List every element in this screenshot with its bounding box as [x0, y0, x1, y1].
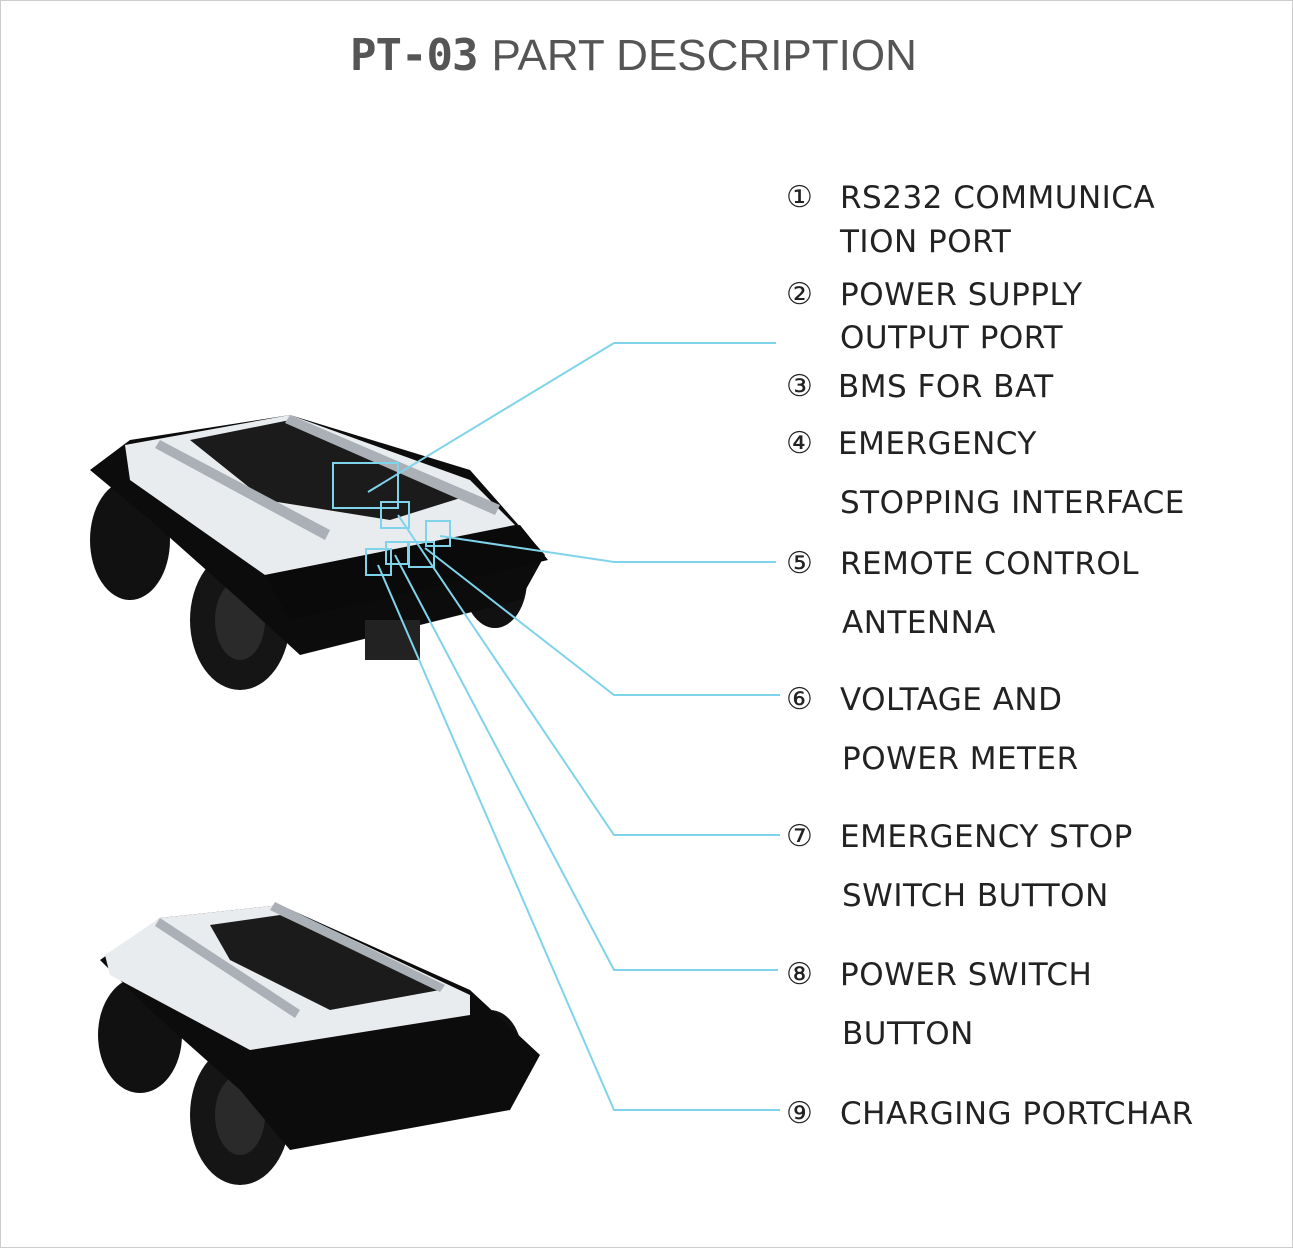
- part-label-5-line1: REMOTE CONTROL: [840, 546, 1140, 582]
- part-label-6-line2: POWER METER: [842, 741, 1079, 777]
- part-label-1-line1: RS232 COMMUNICA: [840, 180, 1156, 216]
- part-label-9-line1: CHARGING PORTCHAR: [840, 1099, 1194, 1130]
- robot-rear-view: [90, 415, 548, 690]
- part-label-7-line2: SWITCH BUTTON: [842, 878, 1109, 914]
- callout-box-2: [380, 501, 410, 529]
- callout-box-5: [408, 541, 435, 568]
- leader-lines: [332, 342, 780, 1111]
- part-number-8: ⑧: [786, 957, 813, 992]
- part-label-5-line2: ANTENNA: [842, 605, 997, 641]
- model-name: PT-03: [350, 30, 478, 81]
- part-number-5: ⑤: [786, 546, 813, 581]
- part-number-4: ④: [786, 426, 813, 461]
- part-label-4-line1: EMERGENCY: [838, 426, 1037, 462]
- part-number-2: ②: [786, 277, 813, 312]
- part-number-7: ⑦: [786, 819, 813, 854]
- part-label-2-line1: POWER SUPPLY: [840, 277, 1083, 313]
- part-label-2-line2: OUTPUT PORT: [840, 320, 1064, 356]
- callout-box-3: [425, 520, 451, 547]
- part-number-6: ⑥: [786, 682, 813, 717]
- leader-line-9: [377, 564, 780, 1111]
- part-label-8-line1: POWER SWITCH: [840, 957, 1093, 993]
- part-label-8-line2: BUTTON: [842, 1016, 974, 1052]
- part-label-1-line2: TION PORT: [840, 224, 1012, 260]
- leader-line-7: [397, 514, 780, 836]
- leader-line-8: [394, 554, 778, 971]
- part-label-6-line1: VOLTAGE AND: [840, 682, 1063, 718]
- part-label-7-line1: EMERGENCY STOP: [840, 819, 1133, 855]
- part-number-1: ①: [786, 180, 813, 215]
- page-title: PT-03 PART DESCRIPTION: [350, 30, 917, 81]
- leader-line-1: [367, 342, 776, 493]
- leader-line-5: [439, 535, 776, 563]
- part-number-9: ⑨: [786, 1096, 813, 1131]
- leader-line-6: [424, 547, 780, 696]
- part-number-3: ③: [786, 369, 813, 404]
- title-text: PART DESCRIPTION: [491, 31, 917, 80]
- callout-box-1: [332, 462, 399, 509]
- part-label-3-line1: BMS FOR BAT: [838, 369, 1054, 405]
- part-label-4-line2: STOPPING INTERFACE: [840, 485, 1185, 521]
- callout-box-6: [365, 548, 392, 576]
- robot-angled-view: [98, 902, 540, 1185]
